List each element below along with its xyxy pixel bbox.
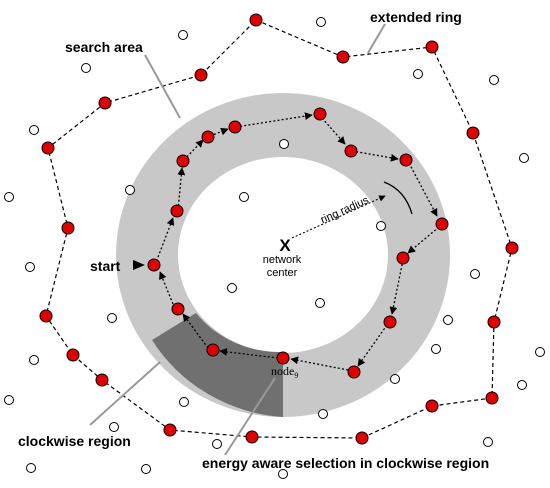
active-node	[147, 258, 161, 272]
active-node	[505, 241, 519, 255]
active-node	[163, 423, 177, 437]
active-node	[249, 13, 263, 27]
active-node	[206, 343, 220, 357]
idle-node	[25, 262, 35, 272]
idle-node	[109, 422, 119, 432]
active-node	[425, 399, 439, 413]
active-node	[466, 126, 480, 140]
clockwise-region-leader	[89, 361, 161, 426]
node9-label: node9	[271, 364, 298, 380]
extended-ring-nodes	[39, 13, 519, 445]
active-node	[399, 153, 413, 167]
active-node	[336, 50, 350, 64]
active-node	[347, 365, 361, 379]
active-node	[344, 144, 358, 158]
idle-node	[318, 409, 328, 419]
idle-node	[517, 380, 527, 390]
idle-node	[141, 464, 151, 474]
idle-node	[125, 185, 135, 195]
idle-node	[535, 347, 545, 357]
inner-ring-nodes	[147, 107, 449, 379]
idle-node	[316, 17, 326, 27]
energy-aware-leader	[224, 377, 276, 456]
active-node	[396, 251, 410, 265]
idle-node	[107, 313, 117, 323]
idle-node	[29, 355, 39, 365]
idle-node	[26, 463, 36, 473]
ring-radius-line	[291, 195, 386, 239]
active-node	[435, 217, 449, 231]
idle-node	[279, 139, 289, 149]
search-area-leader	[144, 54, 181, 119]
idle-node	[278, 469, 288, 479]
active-node	[487, 315, 501, 329]
active-node	[98, 96, 112, 110]
network-center-label-line1: network	[263, 254, 302, 266]
network-center-label-line2: center	[267, 267, 298, 279]
ring-radius-label: ring radius	[319, 194, 371, 226]
idle-node	[81, 63, 91, 73]
idle-node	[519, 153, 529, 163]
active-node	[39, 309, 53, 323]
idle-node	[179, 397, 189, 407]
active-node	[61, 221, 75, 235]
idle-node	[178, 30, 188, 40]
start-label: start	[90, 258, 121, 274]
active-node	[245, 430, 259, 444]
active-node	[170, 204, 184, 218]
clockwise-region-sector	[152, 313, 283, 417]
idle-node	[227, 283, 237, 293]
active-node	[201, 130, 215, 144]
start-arrow-icon	[133, 260, 145, 270]
active-node	[228, 120, 242, 134]
node9	[276, 351, 290, 365]
clockwise-region-label: clockwise region	[18, 433, 131, 449]
idle-node	[4, 192, 14, 202]
idle-node	[4, 395, 14, 405]
idle-node	[390, 374, 400, 384]
idle-node	[489, 75, 499, 85]
active-node	[425, 40, 439, 54]
active-node	[313, 107, 327, 121]
active-node	[171, 302, 185, 316]
active-node	[194, 68, 208, 82]
inner-ring-path	[154, 112, 440, 371]
extended-ring-leader	[367, 23, 386, 54]
idle-node	[29, 125, 39, 135]
idle-node	[212, 439, 222, 449]
extended-ring-label: extended ring	[370, 9, 462, 25]
idle-node	[413, 69, 423, 79]
idle-node	[239, 192, 249, 202]
active-node	[66, 348, 80, 362]
active-node	[41, 141, 55, 155]
ring-radius-arc	[383, 181, 413, 215]
active-node	[355, 431, 369, 445]
energy-aware-label: energy aware selection in clockwise regi…	[202, 455, 489, 471]
active-node	[176, 154, 190, 168]
center-x-mark: X	[279, 236, 291, 255]
active-node	[95, 373, 109, 387]
idle-node	[315, 298, 325, 308]
idle-node	[431, 344, 441, 354]
idle-node	[483, 437, 493, 447]
idle-node	[443, 315, 453, 325]
search-area-label: search area	[65, 39, 143, 55]
idle-node	[470, 269, 480, 279]
idle-nodes	[4, 17, 545, 479]
idle-node	[376, 221, 386, 231]
active-node	[383, 315, 397, 329]
active-node	[485, 391, 499, 405]
